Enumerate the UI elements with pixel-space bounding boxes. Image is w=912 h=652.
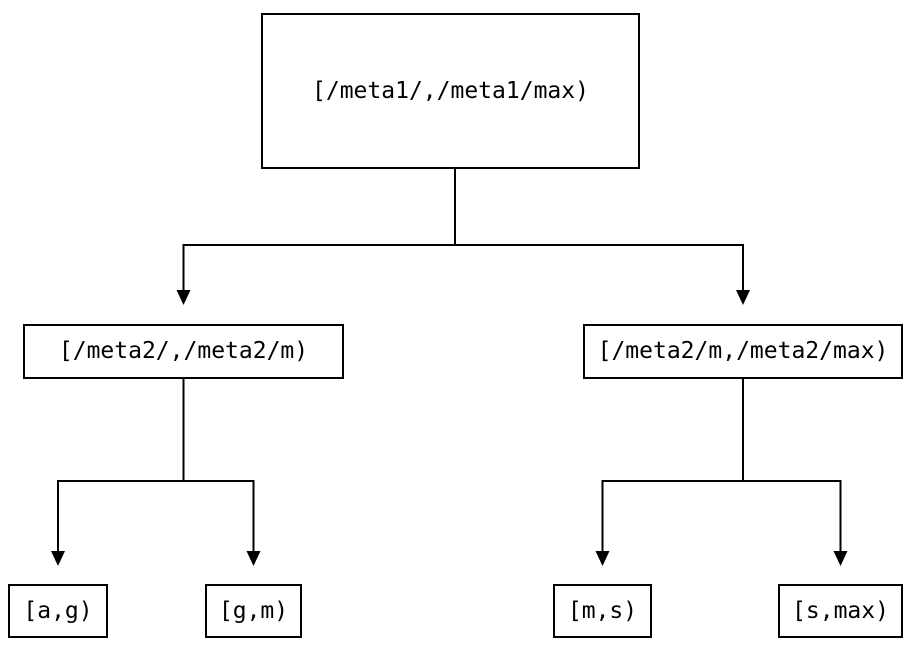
edge-root-meta2-high <box>454 169 750 305</box>
arrowhead-icon <box>51 551 65 566</box>
tree-node-meta2-high: [/meta2/m,/meta2/max) <box>583 324 903 379</box>
node-label: [s,max) <box>792 597 889 624</box>
edge-meta2-low-leaf-gm <box>182 379 261 566</box>
arrowhead-icon <box>736 290 750 305</box>
edge-line <box>601 379 744 551</box>
edge-meta2-low-leaf-ag <box>51 379 185 566</box>
node-label: [/meta2/m,/meta2/max) <box>597 338 889 364</box>
node-label: [g,m) <box>218 597 289 624</box>
edge-line <box>182 379 255 551</box>
edge-meta2-high-leaf-smax <box>742 379 848 566</box>
tree-node-leaf-gm: [g,m) <box>205 584 302 638</box>
arrowhead-icon <box>176 290 191 305</box>
arrowhead-icon <box>833 551 848 566</box>
edge-root-meta2-low <box>176 169 456 305</box>
edge-line <box>742 379 842 551</box>
edge-line <box>182 169 456 290</box>
node-label: [/meta1/,/meta1/max) <box>312 77 589 104</box>
arrowhead-icon <box>246 551 261 566</box>
tree-node-leaf-smax: [s,max) <box>778 584 903 638</box>
node-label: [m,s) <box>567 597 638 624</box>
edge-meta2-high-leaf-ms <box>595 379 744 566</box>
node-label: [/meta2/,/meta2/m) <box>58 338 309 364</box>
tree-node-leaf-ms: [m,s) <box>553 584 652 638</box>
tree-node-meta2-low: [/meta2/,/meta2/m) <box>23 324 344 379</box>
tree-node-root: [/meta1/,/meta1/max) <box>261 13 640 169</box>
edge-line <box>57 379 185 551</box>
arrowhead-icon <box>595 551 610 566</box>
node-label: [a,g) <box>23 597 93 624</box>
edge-line <box>454 169 744 290</box>
tree-node-leaf-ag: [a,g) <box>8 584 108 638</box>
